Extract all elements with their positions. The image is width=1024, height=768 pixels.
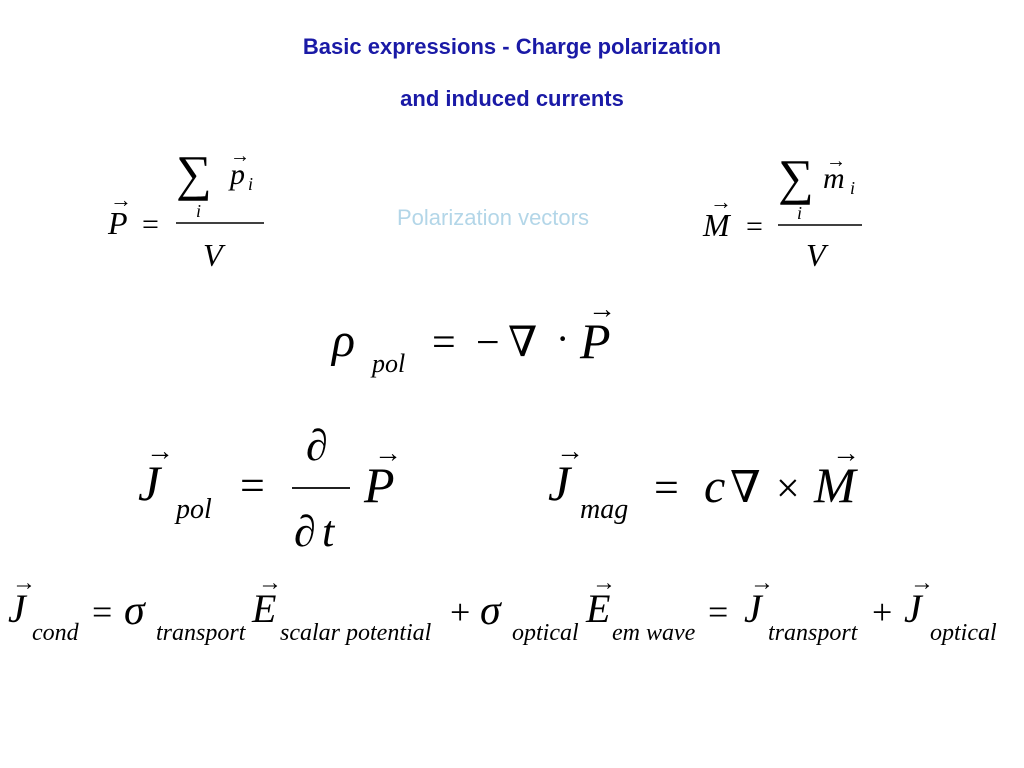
summation-sign: ∑ (778, 149, 814, 205)
partial-operator: ∂ (294, 507, 316, 556)
vector-arrow: → (750, 570, 774, 596)
equals-sign: = (142, 208, 159, 241)
symbol-t: t (322, 507, 336, 556)
vector-arrow: → (710, 189, 732, 214)
symbol-J: J (744, 586, 764, 631)
symbol-sigma: σ (480, 588, 503, 634)
vector-arrow: → (592, 570, 616, 596)
subscript-mag: mag (580, 494, 628, 525)
subscript-optical: optical (930, 620, 997, 646)
subscript-em-wave: em wave (612, 620, 696, 646)
equals-sign: = (708, 592, 728, 632)
vector-arrow: → (110, 187, 132, 212)
symbol-J: J (138, 455, 163, 511)
vector-arrow: → (12, 570, 36, 596)
symbol-M: M (813, 457, 858, 513)
subscript-transport: transport (156, 620, 247, 646)
symbol-E: E (251, 586, 276, 631)
subscript-i: i (248, 174, 253, 194)
symbol-M: M (702, 207, 732, 243)
symbol-E: E (585, 586, 610, 631)
cross-operator: × (776, 466, 800, 512)
vector-arrow: → (146, 436, 174, 467)
slide-title-line-1: Basic expressions - Charge polarization (302, 34, 722, 59)
sum-index: i (797, 203, 802, 223)
vector-arrow: → (910, 570, 934, 596)
partial-operator: ∂ (306, 421, 328, 470)
dot-operator: · (556, 316, 569, 361)
symbol-V: V (203, 237, 226, 273)
subscript-optical: optical (512, 620, 579, 646)
slide-title-line-2: and induced currents (400, 86, 624, 111)
vector-arrow: → (258, 570, 282, 596)
plus-sign: + (872, 592, 892, 632)
subscript-cond: cond (32, 620, 80, 646)
nabla-operator: ∇ (730, 463, 761, 512)
equation-magnetization-vector: M → = ∑ i m → i V (702, 149, 862, 273)
symbol-J: J (904, 586, 924, 631)
minus-sign: − (476, 320, 500, 366)
equation-polarization-current: J → pol = ∂ ∂ t P → (138, 421, 402, 556)
plus-sign: + (450, 592, 470, 632)
summation-sign: ∑ (176, 145, 212, 201)
equals-sign: = (432, 320, 456, 366)
symbol-P: P (363, 457, 395, 513)
equals-sign: = (240, 461, 265, 510)
vector-arrow: → (588, 294, 616, 325)
vector-arrow: → (374, 438, 402, 469)
symbol-m: m (823, 162, 845, 195)
polarization-vectors-label: Polarization vectors (397, 205, 589, 230)
sum-index: i (196, 201, 201, 221)
subscript-scalar-potential: scalar potential (280, 620, 432, 646)
symbol-rho: ρ (330, 314, 355, 367)
vector-arrow: → (832, 438, 860, 469)
subscript-transport: transport (768, 620, 859, 646)
equation-magnetization-current: J → mag = c ∇ × M → (548, 436, 860, 525)
symbol-P: P (579, 313, 611, 369)
symbol-P: P (107, 205, 128, 241)
symbol-p: p (228, 158, 245, 191)
equals-sign: = (92, 592, 112, 632)
equation-polarization-vector: P → = ∑ i p → i V (107, 145, 264, 273)
vector-arrow: → (556, 436, 584, 467)
symbol-V: V (806, 237, 829, 273)
symbol-J: J (548, 455, 573, 511)
symbol-sigma: σ (124, 588, 147, 634)
equals-sign: = (654, 463, 679, 512)
nabla-operator: ∇ (508, 320, 537, 366)
vector-arrow: → (826, 150, 846, 172)
equals-sign: = (746, 210, 763, 243)
subscript-pol: pol (370, 349, 405, 378)
vector-arrow: → (230, 145, 250, 167)
symbol-c: c (704, 460, 725, 513)
equation-polarization-charge: ρ pol = − ∇ · P → (330, 294, 616, 378)
subscript-i: i (850, 178, 855, 198)
subscript-pol: pol (174, 494, 212, 525)
equation-conduction-current: J → cond = σ transport E → scalar potent… (8, 570, 997, 646)
symbol-J: J (8, 586, 28, 631)
